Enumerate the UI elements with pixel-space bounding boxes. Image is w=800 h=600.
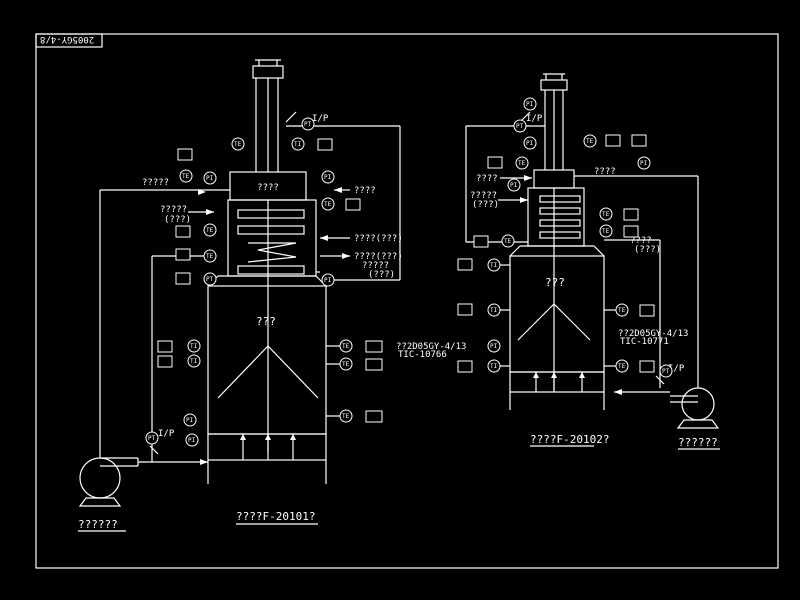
left-pump bbox=[79, 457, 121, 499]
svg-text:PI: PI bbox=[206, 175, 214, 182]
svg-text:TE: TE bbox=[602, 211, 610, 218]
svg-text:TE: TE bbox=[182, 173, 190, 180]
right-pump bbox=[681, 387, 715, 421]
svg-text:PI: PI bbox=[510, 182, 518, 189]
left-vessel bbox=[207, 285, 327, 435]
svg-text:PI: PI bbox=[640, 160, 648, 167]
svg-text:TE: TE bbox=[618, 363, 626, 370]
svg-text:PT: PT bbox=[304, 121, 312, 128]
right-unit-caption: ????F-20102? bbox=[530, 433, 609, 446]
svg-text:TI: TI bbox=[490, 307, 498, 314]
right-in-label-3: (???) bbox=[472, 200, 499, 210]
right-vessel-label: ??? bbox=[545, 276, 565, 289]
left-vp2-label: I/P bbox=[158, 429, 175, 439]
svg-text:PT: PT bbox=[516, 123, 524, 130]
right-out-label-2: ???? bbox=[630, 236, 652, 246]
svg-text:PT: PT bbox=[662, 368, 670, 375]
drawing-frame bbox=[35, 33, 779, 569]
svg-text:TE: TE bbox=[342, 413, 350, 420]
svg-text:TE: TE bbox=[342, 343, 350, 350]
left-out-label-2: ????(???) bbox=[354, 234, 403, 244]
right-ref-label: ??2D05GY-4/13 bbox=[618, 329, 688, 339]
right-instruments: PI PT PI TE TE PI PI TE TE TE TI TI PI T… bbox=[457, 97, 673, 378]
left-out-label-3: ????(???) bbox=[354, 252, 403, 262]
right-exchanger bbox=[527, 187, 585, 247]
left-feed-label-3: (???) bbox=[164, 215, 191, 225]
svg-text:TE: TE bbox=[324, 201, 332, 208]
title-stamp: 2005GY-4/8 bbox=[40, 34, 94, 44]
right-vp2-label: I/P bbox=[668, 364, 685, 374]
svg-text:PI: PI bbox=[188, 437, 196, 444]
left-out-label-1: ???? bbox=[354, 186, 376, 196]
right-pump-caption: ?????? bbox=[678, 436, 718, 449]
svg-text:TE: TE bbox=[602, 228, 610, 235]
svg-text:TE: TE bbox=[206, 253, 214, 260]
left-out-label-4: ????? bbox=[362, 261, 389, 271]
svg-text:TE: TE bbox=[342, 361, 350, 368]
svg-text:TE: TE bbox=[586, 138, 594, 145]
left-ref-label: ??2D05GY-4/13 bbox=[396, 342, 466, 352]
svg-text:PI: PI bbox=[324, 174, 332, 181]
left-top-tank-label: ???? bbox=[257, 183, 279, 193]
title-stamp-box bbox=[35, 33, 103, 48]
right-out-label-3: (???) bbox=[634, 245, 661, 255]
svg-text:TE: TE bbox=[504, 238, 512, 245]
left-ref-tag: TIC-10766 bbox=[398, 350, 447, 360]
left-exchanger bbox=[227, 199, 317, 277]
svg-text:TI: TI bbox=[490, 262, 498, 269]
right-stack-cap bbox=[540, 79, 568, 91]
svg-text:TI: TI bbox=[294, 141, 302, 148]
svg-text:PI: PI bbox=[324, 277, 332, 284]
svg-text:TI: TI bbox=[490, 363, 498, 370]
svg-text:TE: TE bbox=[518, 160, 526, 167]
left-unit-caption: ????F-20101? bbox=[236, 510, 315, 523]
left-instruments-left: TE TI TE PI PI TE TE TE PT PI TI TI PI P… bbox=[145, 117, 361, 447]
svg-text:PI: PI bbox=[526, 101, 534, 108]
right-unit: ??? ?????? I/P I/P ???? ????? (???) ????… bbox=[457, 73, 720, 450]
svg-text:PI: PI bbox=[186, 417, 194, 424]
right-vp-label: I/P bbox=[526, 114, 543, 124]
right-vessel bbox=[509, 255, 605, 373]
svg-text:PI: PI bbox=[490, 343, 498, 350]
left-feed-label-1: ????? bbox=[142, 178, 169, 188]
left-unit: ???? ??? ?????? bbox=[78, 59, 466, 532]
right-out-label-1: ???? bbox=[594, 167, 616, 177]
svg-text:TI: TI bbox=[190, 343, 198, 350]
left-vessel-label: ??? bbox=[256, 315, 276, 328]
right-in-label-1: ???? bbox=[476, 174, 498, 184]
svg-text:TE: TE bbox=[234, 141, 242, 148]
svg-text:PI: PI bbox=[526, 140, 534, 147]
svg-text:TE: TE bbox=[206, 227, 214, 234]
right-in-label-2: ????? bbox=[470, 191, 497, 201]
left-pump-caption: ?????? bbox=[78, 518, 118, 531]
right-ref-tag: TIC-10771 bbox=[620, 337, 669, 347]
svg-text:TI: TI bbox=[190, 358, 198, 365]
left-feed-label-2: ????? bbox=[160, 205, 187, 215]
svg-text:TE: TE bbox=[618, 307, 626, 314]
left-out-label-5: (???) bbox=[368, 270, 395, 280]
left-vp-label: I/P bbox=[312, 114, 329, 124]
left-stack-cap bbox=[252, 65, 284, 79]
right-top-tank bbox=[533, 169, 575, 189]
left-instruments-right: TE TE TE bbox=[326, 339, 383, 423]
svg-text:PT: PT bbox=[206, 276, 214, 283]
svg-text:PT: PT bbox=[148, 435, 156, 442]
